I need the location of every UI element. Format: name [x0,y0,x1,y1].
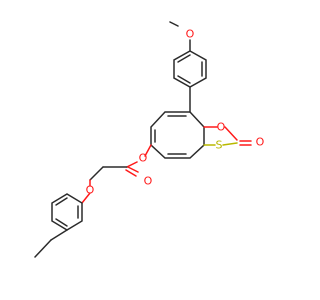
ethylphenoxy-group [34,193,83,258]
ester-c-o-bond [126,161,138,168]
ester-linker [81,161,139,204]
ether-oxygen-label: O [86,184,95,197]
core-benzene-ring [150,111,205,159]
ring-s-bond-2 [222,142,238,146]
methoxyphenyl-group [169,21,207,113]
ethylphenyl-ring-double-3 [55,218,68,227]
methoxyphenyl-ring [173,50,207,88]
ethylphenyl-ring-double-1 [55,197,68,206]
ester-oxygen-label: O [139,152,148,165]
methoxyphenyl-ring-double-3 [177,75,191,84]
methoxyphenyl-ring-double-1 [177,54,191,63]
ring-o-bond-2 [224,126,238,141]
ring-sulfur-label: S [216,139,223,152]
ester-o-bond [144,144,152,157]
molecule-structure: O O O S O O O [34,21,265,258]
ring-oxygen-label: O [217,121,226,134]
ethylphenyl-ring [51,193,83,231]
ethyl-bond-1 [50,229,68,241]
carbonyl-ester-bond-1 [127,166,139,173]
ethyl-bond-2 [34,239,52,258]
ester-carbonyl-oxygen-label: O [144,175,153,188]
benzoxathiolone-core [144,111,252,159]
carbonyl-ester-bond-2 [125,169,137,177]
methyl-bond [169,21,179,27]
ch2-bond [89,166,104,181]
ring-carbonyl-oxygen-label: O [256,136,265,149]
methoxy-oxygen-label: O [186,28,195,41]
ether-ring-bond [81,192,91,204]
